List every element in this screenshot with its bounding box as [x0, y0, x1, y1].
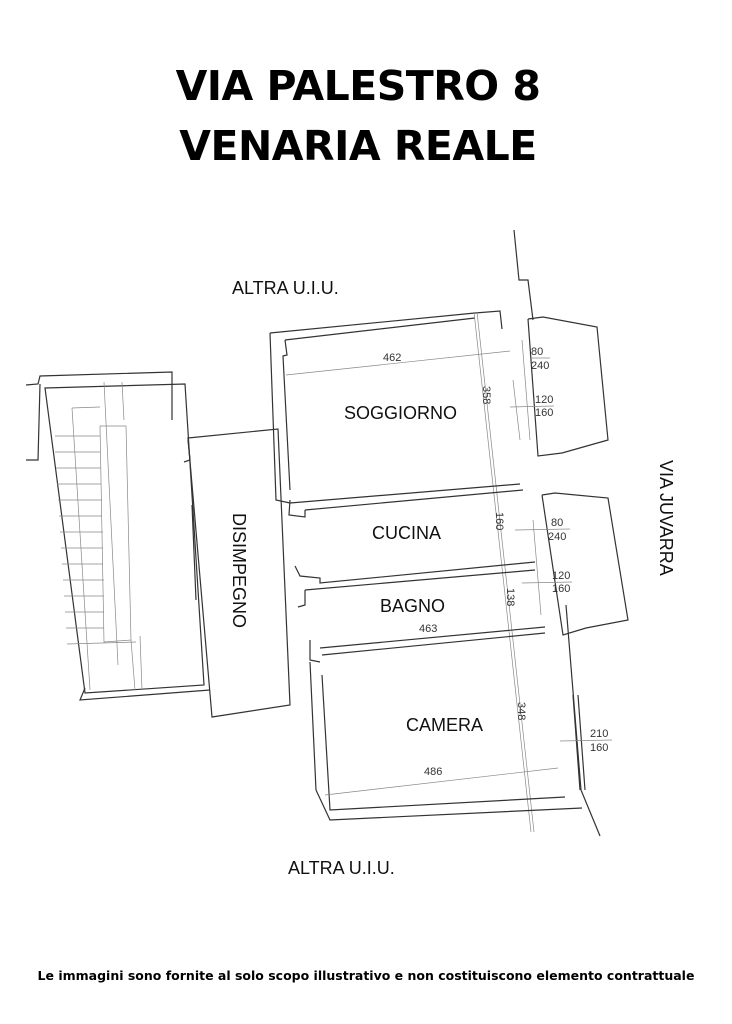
- dim-cucina-win-bottom: 240: [548, 531, 566, 543]
- street-label: VIA JUVARRA: [656, 460, 676, 576]
- dim-soggiorno-depth: 358: [480, 386, 492, 404]
- dim-cucina-win-top: 80: [551, 517, 563, 529]
- room-label-disimpegno: DISIMPEGNO: [229, 513, 249, 628]
- dim-cucina-depth: 160: [493, 512, 505, 530]
- dim-soggiorno-win2-bottom: 160: [535, 407, 553, 419]
- room-label-soggiorno: SOGGIORNO: [344, 403, 457, 423]
- dim-camera-win-top: 210: [590, 728, 608, 740]
- dim-bagno-win-bottom: 160: [552, 583, 570, 595]
- dim-soggiorno-width: 462: [383, 352, 401, 364]
- dim-bagno-width: 463: [419, 623, 437, 635]
- dimensions: 462 358 80 240 120 160 160 80 240 120 16…: [285, 346, 613, 796]
- dim-camera-win-bottom: 160: [590, 742, 608, 754]
- neighbor-label-bottom: ALTRA U.I.U.: [288, 858, 395, 878]
- room-label-bagno: BAGNO: [380, 596, 445, 616]
- dim-camera-depth: 348: [515, 702, 527, 720]
- dim-bagno-win-top: 120: [552, 570, 570, 582]
- dim-camera-width: 486: [424, 766, 442, 778]
- balcony-soggiorno: [527, 316, 609, 457]
- room-label-camera: CAMERA: [406, 715, 483, 735]
- title-address: VIA PALESTRO 8: [175, 62, 541, 110]
- labels: ALTRA U.I.U. ALTRA U.I.U. VIA JUVARRA SO…: [229, 278, 676, 878]
- room-label-cucina: CUCINA: [372, 523, 441, 543]
- dim-soggiorno-win1-top: 80: [531, 346, 543, 358]
- disclaimer: Le immagini sono fornite al solo scopo i…: [37, 968, 695, 983]
- dim-soggiorno-win2-top: 120: [535, 394, 553, 406]
- dim-bagno-depth: 138: [504, 588, 516, 606]
- neighbor-label-top: ALTRA U.I.U.: [232, 278, 339, 298]
- balcony-cucina-bagno: [541, 492, 629, 636]
- stair-steps: [55, 435, 137, 645]
- title-city: VENARIA REALE: [179, 122, 537, 170]
- walls: [25, 229, 629, 837]
- dim-soggiorno-win1-bottom: 240: [531, 360, 549, 372]
